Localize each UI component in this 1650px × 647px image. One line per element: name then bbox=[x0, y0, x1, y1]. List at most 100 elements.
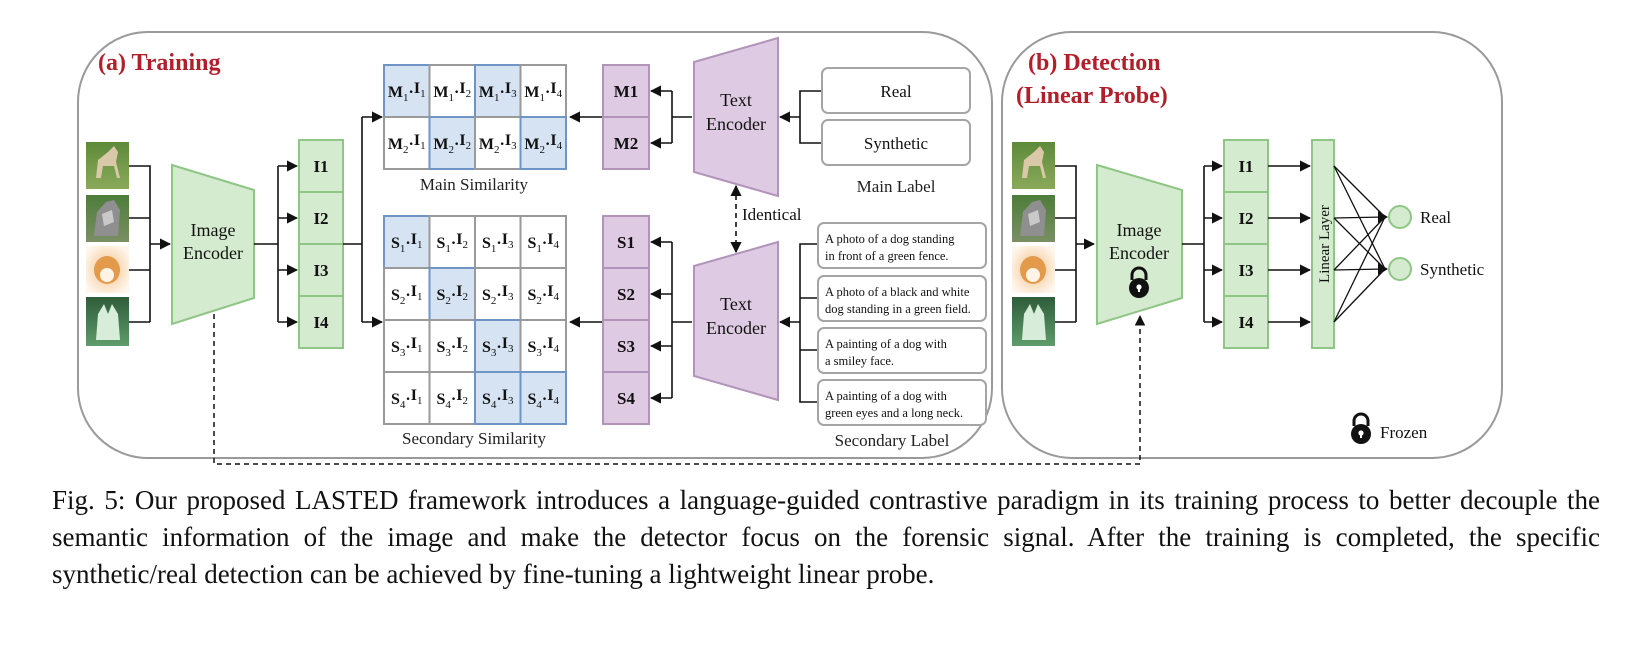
secondary-embedding-s3: S3 bbox=[617, 337, 635, 356]
training-feature-i2: I2 bbox=[313, 209, 328, 228]
secondary-similarity-cell bbox=[428, 371, 476, 425]
secondary-similarity-cell-label: S3·I3 bbox=[482, 335, 514, 359]
secondary-similarity-cell bbox=[383, 215, 431, 269]
secondary-similarity-cell-label: S1·I2 bbox=[437, 231, 468, 255]
secondary-similarity-cell-label: S3·I4 bbox=[528, 335, 560, 359]
training-title: (a) Training bbox=[98, 50, 220, 76]
secondary-similarity-cell-label: S2·I1 bbox=[391, 283, 422, 307]
main-similarity-cell-label: M1·I1 bbox=[388, 80, 426, 104]
secondary-label-1-line-2: in front of a green fence. bbox=[825, 249, 949, 263]
secondary-embedding-s4: S4 bbox=[617, 389, 635, 408]
feature-box bbox=[298, 191, 344, 245]
dog-image-2 bbox=[86, 195, 129, 242]
feature-box bbox=[1223, 191, 1269, 245]
embedding-box bbox=[602, 215, 650, 269]
encoder-feature-connectors bbox=[254, 160, 299, 328]
secondary-text-encoder-label-2: Encoder bbox=[706, 318, 766, 338]
secondary-similarity-cell-label: S1·I3 bbox=[482, 231, 514, 255]
secondary-label-1-line-1: A photo of a dog standing bbox=[825, 232, 955, 246]
image-encoder-training-label-1: Image bbox=[191, 220, 236, 240]
secondary-similarity-cell-label: S1·I1 bbox=[391, 231, 422, 255]
main-similarity-cell bbox=[383, 116, 431, 170]
main-embedding-m2: M2 bbox=[614, 134, 639, 153]
secondary-label-4-line-1: A painting of a dog with bbox=[825, 389, 948, 403]
embedding-box bbox=[602, 116, 650, 170]
embedding-box bbox=[602, 267, 650, 321]
training-feature-i3: I3 bbox=[313, 261, 328, 280]
secondary-label-box bbox=[817, 222, 987, 269]
secondary-similarity-cell-label: S3·I2 bbox=[437, 335, 468, 359]
frozen-legend-label: Frozen bbox=[1380, 423, 1428, 442]
secondary-label-3-line-2: a smiley face. bbox=[825, 354, 894, 368]
output-label-synthetic: Synthetic bbox=[1420, 260, 1485, 279]
feature-box bbox=[1223, 295, 1269, 349]
secondary-similarity-cell-label: S2·I3 bbox=[482, 283, 514, 307]
main-similarity-cell-label: M1·I3 bbox=[479, 80, 517, 104]
main-text-encoder-label-1: Text bbox=[720, 90, 752, 110]
main-label-real-box bbox=[821, 67, 971, 114]
lasted-framework-diagram: (a) Training (b) Detection (Linear Probe… bbox=[77, 31, 1503, 465]
dog-image-2 bbox=[1012, 195, 1055, 242]
feature-box bbox=[298, 243, 344, 297]
detection-image-connectors bbox=[1055, 165, 1096, 323]
secondary-similarity-cell-label: S4·I2 bbox=[437, 387, 468, 411]
secondary-label-title: Secondary Label bbox=[835, 431, 950, 450]
main-similarity-cell bbox=[428, 116, 476, 170]
image-encoder-detection-label-1: Image bbox=[1117, 220, 1162, 240]
real-output-arrowhead bbox=[1378, 211, 1388, 223]
training-panel bbox=[77, 31, 993, 459]
frozen-legend: Frozen bbox=[1351, 412, 1428, 444]
image-encoder-detection bbox=[1096, 163, 1183, 326]
secondary-embedding-column: S1 S2 S3 S4 bbox=[602, 215, 650, 425]
main-text-encoder bbox=[693, 36, 779, 198]
secondary-similarity-cell bbox=[474, 371, 522, 425]
secondary-similarity-cell-label: S2·I2 bbox=[437, 283, 468, 307]
secondary-similarity-cell-label: S3·I1 bbox=[391, 335, 422, 359]
output-node-synthetic bbox=[1388, 257, 1412, 281]
frozen-transfer-link bbox=[213, 314, 1146, 465]
synthetic-output-arrowhead bbox=[1378, 263, 1388, 275]
main-embedding-m1: M1 bbox=[614, 82, 639, 101]
secondary-similarity-cell bbox=[428, 267, 476, 321]
main-similarity-cell-label: M2·I4 bbox=[524, 132, 562, 156]
detection-feature-i4: I4 bbox=[1238, 313, 1254, 332]
embedding-to-matrix-arrows bbox=[568, 111, 602, 328]
secondary-similarity-title: Secondary Similarity bbox=[402, 429, 547, 448]
secondary-similarity-cell bbox=[519, 319, 567, 373]
identical-label: Identical bbox=[742, 205, 802, 224]
main-label-synthetic-box bbox=[821, 119, 971, 166]
secondary-label-2-line-2: dog standing in a green field. bbox=[825, 302, 971, 316]
detection-feature-i3: I3 bbox=[1238, 261, 1253, 280]
secondary-similarity-cell-label: S4·I3 bbox=[482, 387, 514, 411]
output-label-real: Real bbox=[1420, 208, 1451, 227]
feature-to-similarity-connectors bbox=[343, 111, 384, 328]
main-label-real: Real bbox=[880, 82, 911, 101]
secondary-label-list: A photo of a dog standing in front of a … bbox=[817, 222, 987, 426]
secondary-similarity-cell-label: S2·I4 bbox=[528, 283, 560, 307]
main-similarity-cell bbox=[474, 64, 522, 118]
detection-input-images bbox=[1012, 142, 1055, 346]
main-similarity-cell-label: M2·I3 bbox=[479, 132, 517, 156]
main-similarity-cell-label: M1·I4 bbox=[524, 80, 562, 104]
secondary-similarity-cell-label: S4·I1 bbox=[391, 387, 422, 411]
dog-image-3 bbox=[86, 246, 129, 293]
detection-feature-column: I1 I2 I3 I4 bbox=[1223, 139, 1269, 349]
main-similarity-cell-label: M1·I2 bbox=[433, 80, 471, 104]
image-encoder-training-label-2: Encoder bbox=[183, 243, 243, 263]
main-similarity-cell bbox=[383, 64, 431, 118]
training-feature-i1: I1 bbox=[313, 157, 328, 176]
input-images bbox=[86, 142, 129, 346]
lock-icon bbox=[1129, 266, 1149, 298]
feature-to-linear-arrows bbox=[1268, 160, 1312, 328]
embedding-box bbox=[602, 319, 650, 373]
label-to-encoder-connectors bbox=[778, 90, 822, 403]
main-embedding-column: M1 M2 bbox=[602, 64, 650, 170]
secondary-label-box bbox=[817, 275, 987, 322]
main-similarity-cell bbox=[474, 116, 522, 170]
secondary-label-box bbox=[817, 379, 987, 426]
main-similarity-title: Main Similarity bbox=[420, 175, 529, 194]
feature-box bbox=[1223, 139, 1269, 193]
dog-image-4 bbox=[86, 297, 129, 346]
